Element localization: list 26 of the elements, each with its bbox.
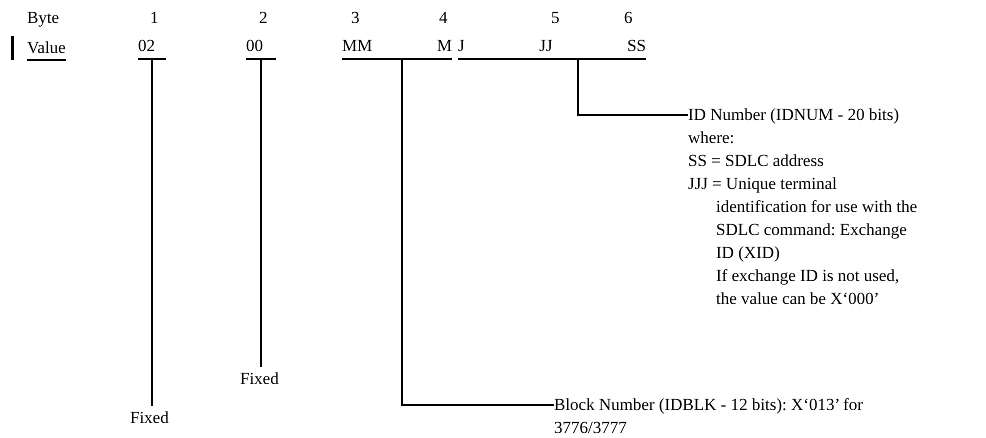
value-text: JJ — [539, 35, 552, 57]
value-text: M — [436, 35, 452, 57]
row-label: Value — [27, 36, 66, 61]
leader-line — [151, 60, 153, 406]
description-text: Fixed — [130, 407, 170, 429]
value-text: J — [458, 35, 465, 57]
description-text: JJJ = Unique terminal identification for use with the SDLC command: Exchange ID (XID) — [688, 173, 918, 264]
description-text: Block Number (IDBLK - 12 bits): X‘013’ for 3776/3777 — [554, 394, 864, 438]
byte-number: 2 — [259, 7, 268, 29]
byte-number: 3 — [351, 7, 360, 29]
value-text: 00 — [246, 35, 263, 57]
value-text: 02 — [138, 35, 155, 57]
description-text: Fixed — [240, 368, 280, 390]
row-label: Byte — [27, 7, 60, 29]
description-text: If exchange ID is not used, the value can be X‘000’ — [715, 265, 900, 310]
leader-line — [577, 60, 688, 116]
byte-number: 6 — [624, 7, 632, 29]
value-text: MM — [342, 35, 372, 57]
byte-number: 1 — [150, 7, 158, 29]
description-text: ID Number (IDNUM - 20 bits) where: — [688, 104, 900, 149]
leader-line — [401, 60, 554, 406]
description-text: SS = SDLC address — [688, 150, 825, 172]
byte-number: 4 — [439, 7, 448, 29]
byte-number: 5 — [551, 7, 560, 29]
value-text: SS — [627, 35, 646, 57]
leader-line — [260, 60, 262, 367]
